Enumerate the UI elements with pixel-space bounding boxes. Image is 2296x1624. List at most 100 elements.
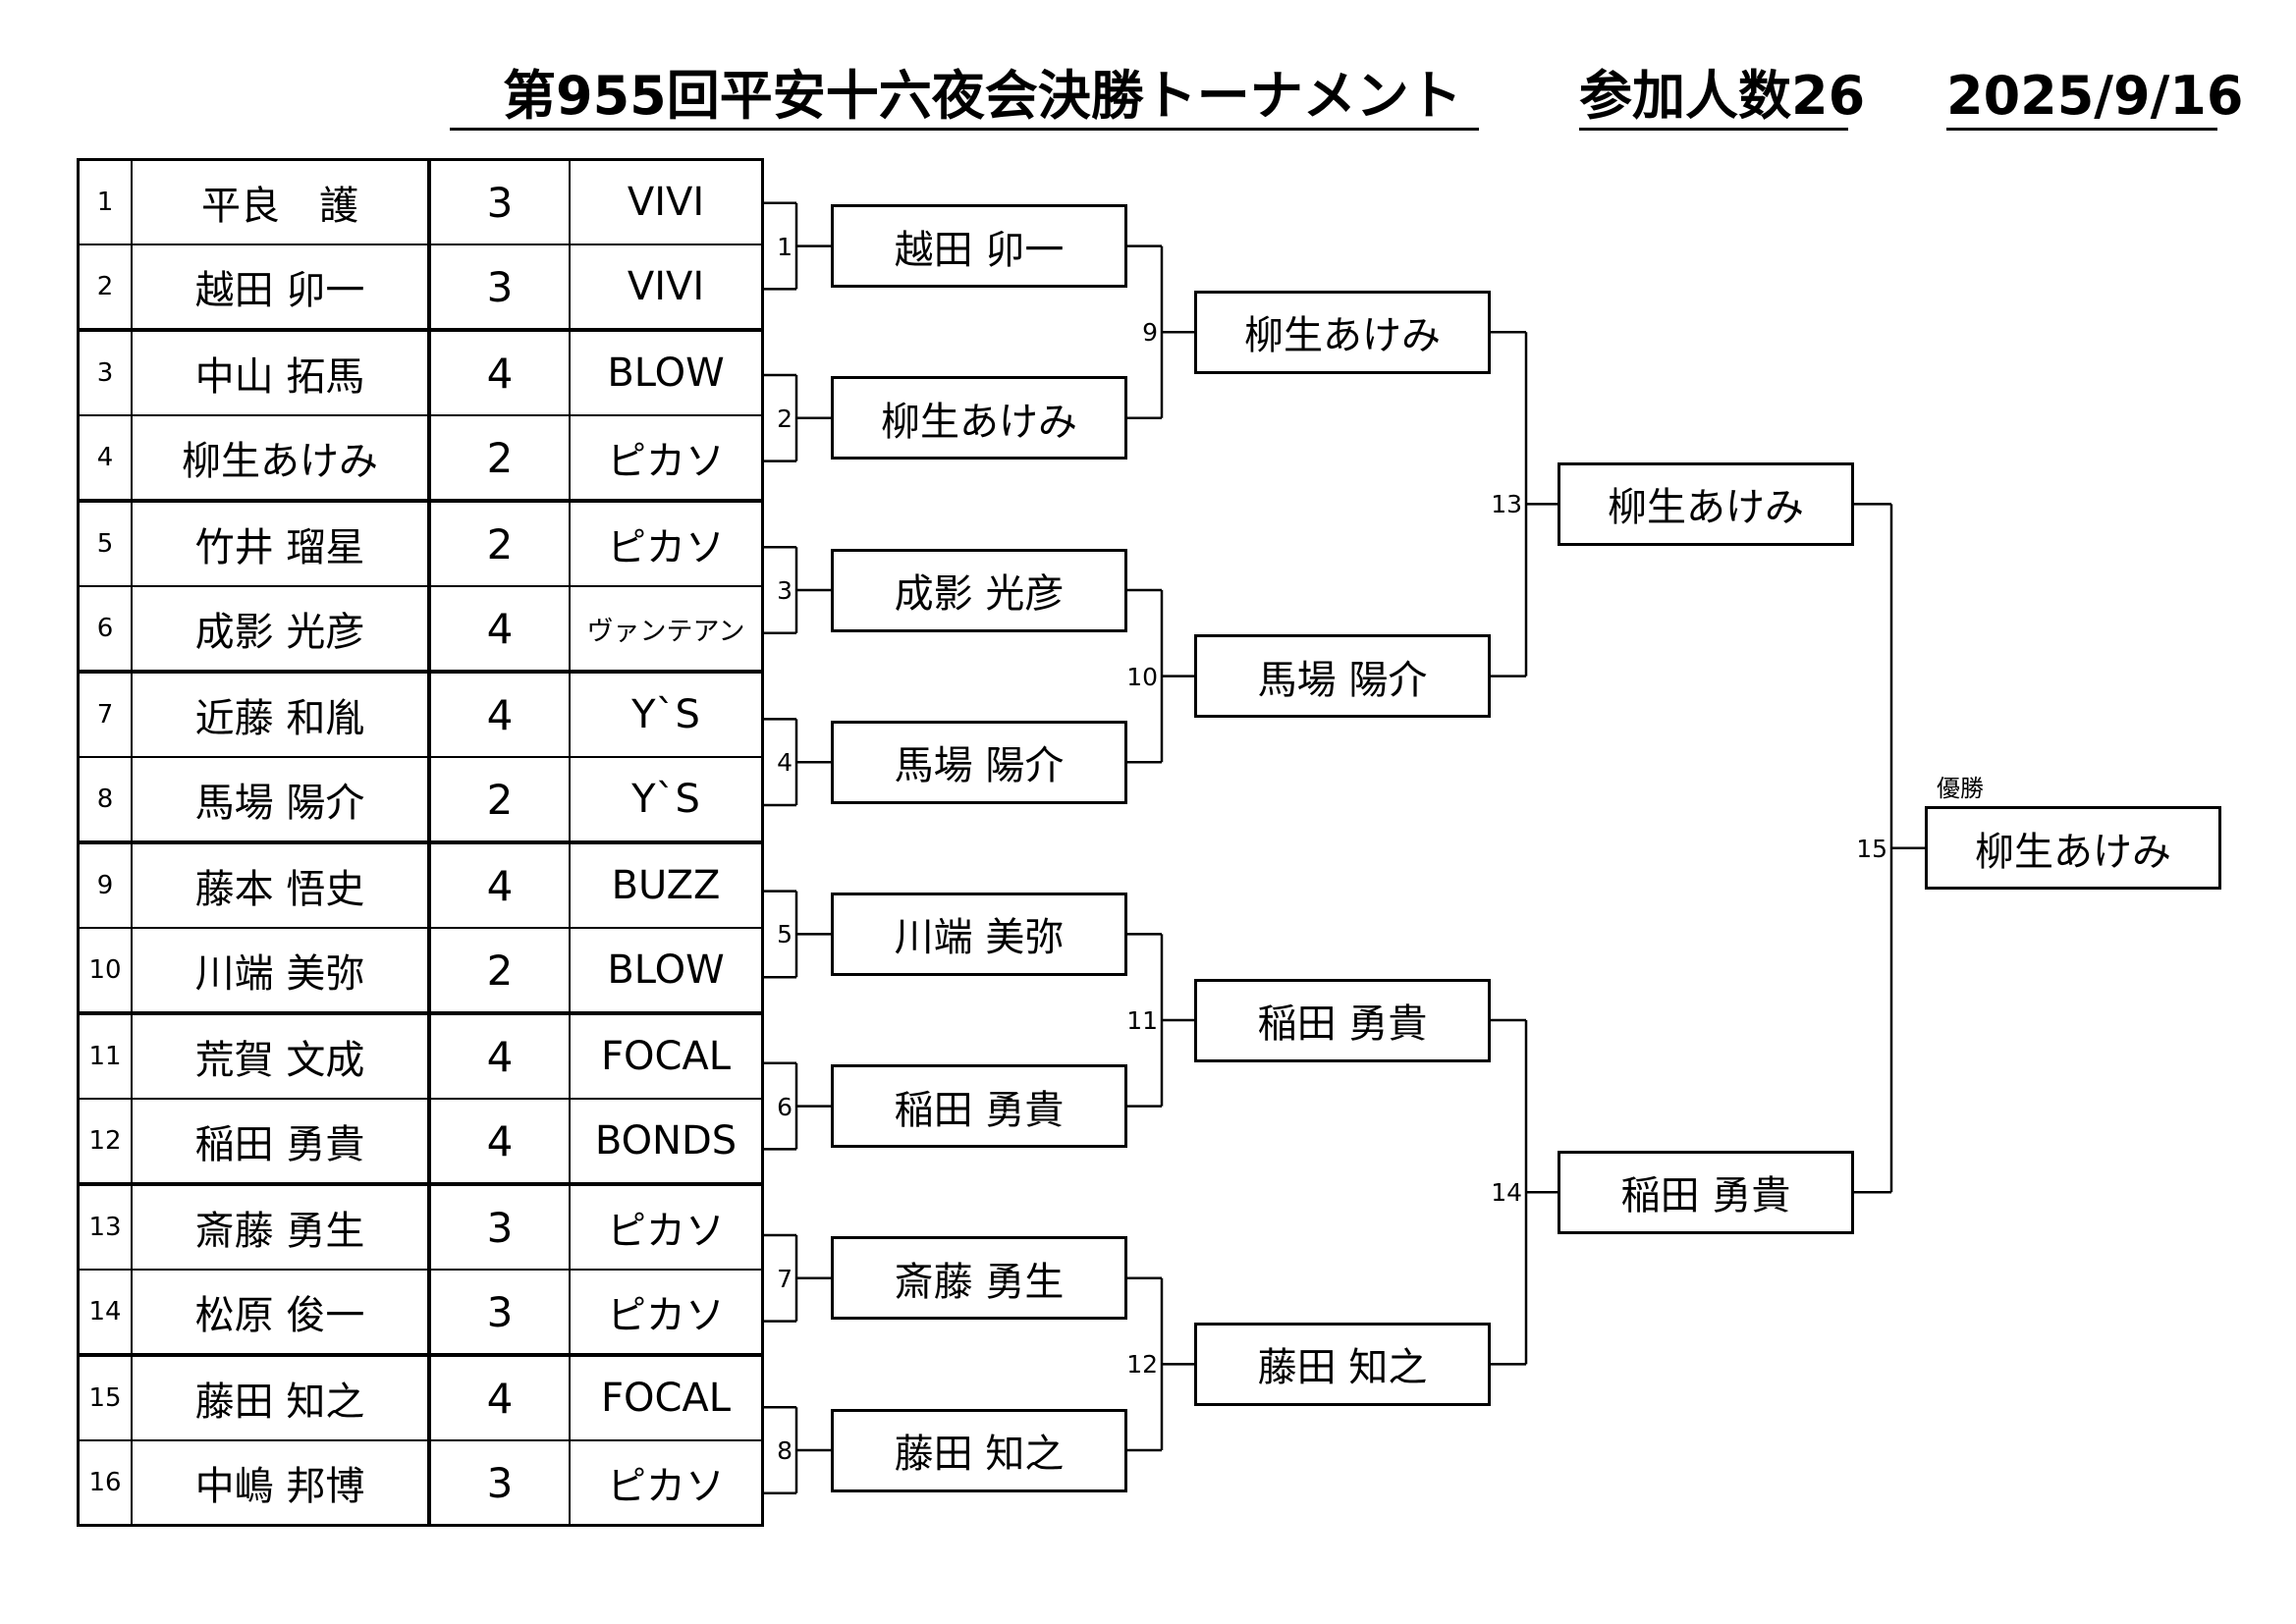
entry-number: 4 xyxy=(77,414,133,502)
round1-winner-box: 斎藤 勇生 xyxy=(831,1236,1127,1321)
entry-grade: 2 xyxy=(427,927,571,1014)
entry-grade: 4 xyxy=(427,1098,571,1185)
tournament-title: 第955回平安十六夜会決勝トーナメント xyxy=(450,65,1479,131)
entry-club: ピカソ xyxy=(569,414,764,502)
entry-club: FOCAL xyxy=(569,1011,764,1100)
round1-winner-box: 稲田 勇貴 xyxy=(831,1064,1127,1149)
entry-name: 越田 卯一 xyxy=(131,244,430,331)
entry-number: 7 xyxy=(77,670,133,758)
entry-name: 中山 拓馬 xyxy=(131,328,430,416)
match-number: 14 xyxy=(1491,1178,1522,1208)
entry-number: 2 xyxy=(77,244,133,331)
semifinal-winner-box: 柳生あけみ xyxy=(1558,461,1854,546)
entry-grade: 4 xyxy=(427,1353,571,1441)
match-number: 5 xyxy=(777,920,793,949)
entry-club: ヴァンテアン xyxy=(569,585,764,673)
round2-winner-box: 藤田 知之 xyxy=(1194,1322,1491,1406)
match-number: 11 xyxy=(1126,1006,1158,1035)
champion-label: 優勝 xyxy=(1937,775,1984,802)
entry-number: 8 xyxy=(77,756,133,843)
entry-name: 稲田 勇貴 xyxy=(131,1098,430,1185)
entry-name: 藤本 悟史 xyxy=(131,840,430,929)
entry-number: 1 xyxy=(77,158,133,245)
entry-name: 荒賀 文成 xyxy=(131,1011,430,1100)
match-number: 13 xyxy=(1491,490,1522,519)
entry-name: 成影 光彦 xyxy=(131,585,430,673)
entry-grade: 3 xyxy=(427,1439,571,1527)
round1-winner-box: 馬場 陽介 xyxy=(831,720,1127,804)
entry-club: ピカソ xyxy=(569,1182,764,1271)
participant-count: 参加人数26 xyxy=(1579,65,1865,131)
round1-winner-box: 越田 卯一 xyxy=(831,204,1127,289)
match-number: 9 xyxy=(1142,318,1158,348)
round1-winner-box: 成影 光彦 xyxy=(831,548,1127,632)
entry-name: 斎藤 勇生 xyxy=(131,1182,430,1271)
entry-number: 6 xyxy=(77,585,133,673)
entry-grade: 4 xyxy=(427,328,571,416)
match-number: 7 xyxy=(777,1264,793,1293)
entry-grade: 4 xyxy=(427,840,571,929)
entry-number: 15 xyxy=(77,1353,133,1441)
entry-number: 11 xyxy=(77,1011,133,1100)
entry-grade: 2 xyxy=(427,499,571,587)
entry-number: 13 xyxy=(77,1182,133,1271)
round2-winner-box: 稲田 勇貴 xyxy=(1194,978,1491,1062)
entry-number: 12 xyxy=(77,1098,133,1185)
entry-name: 中嶋 邦博 xyxy=(131,1439,430,1527)
entry-grade: 4 xyxy=(427,670,571,758)
round1-winner-box: 柳生あけみ xyxy=(831,376,1127,460)
event-date: 2025/9/16 xyxy=(1946,65,2243,131)
champion-box: 柳生あけみ xyxy=(1925,806,2221,891)
entry-name: 柳生あけみ xyxy=(131,414,430,502)
entry-name: 近藤 和胤 xyxy=(131,670,430,758)
entry-name: 川端 美弥 xyxy=(131,927,430,1014)
entry-club: ピカソ xyxy=(569,1269,764,1356)
entry-club: ピカソ xyxy=(569,499,764,587)
entry-grade: 4 xyxy=(427,585,571,673)
entry-number: 14 xyxy=(77,1269,133,1356)
entry-grade: 3 xyxy=(427,1182,571,1271)
entry-grade: 4 xyxy=(427,1011,571,1100)
entry-club: FOCAL xyxy=(569,1353,764,1441)
match-number: 2 xyxy=(777,404,793,433)
entry-grade: 2 xyxy=(427,756,571,843)
entry-club: BLOW xyxy=(569,328,764,416)
entry-number: 5 xyxy=(77,499,133,587)
entry-number: 3 xyxy=(77,328,133,416)
match-number: 8 xyxy=(777,1436,793,1465)
entry-name: 平良 護 xyxy=(131,158,430,245)
entry-club: Y`S xyxy=(569,756,764,843)
match-number: 15 xyxy=(1856,834,1887,863)
entry-club: VIVI xyxy=(569,158,764,245)
entry-club: Y`S xyxy=(569,670,764,758)
round2-winner-box: 馬場 陽介 xyxy=(1194,634,1491,719)
match-number: 1 xyxy=(777,232,793,261)
round1-winner-box: 藤田 知之 xyxy=(831,1408,1127,1492)
entry-club: VIVI xyxy=(569,244,764,331)
entry-name: 松原 俊一 xyxy=(131,1269,430,1356)
entry-club: BUZZ xyxy=(569,840,764,929)
entry-club: BLOW xyxy=(569,927,764,1014)
match-number: 12 xyxy=(1126,1350,1158,1380)
entry-name: 藤田 知之 xyxy=(131,1353,430,1441)
entry-club: ピカソ xyxy=(569,1439,764,1527)
entry-name: 馬場 陽介 xyxy=(131,756,430,843)
round1-winner-box: 川端 美弥 xyxy=(831,892,1127,976)
match-number: 10 xyxy=(1126,662,1158,691)
entry-number: 9 xyxy=(77,840,133,929)
